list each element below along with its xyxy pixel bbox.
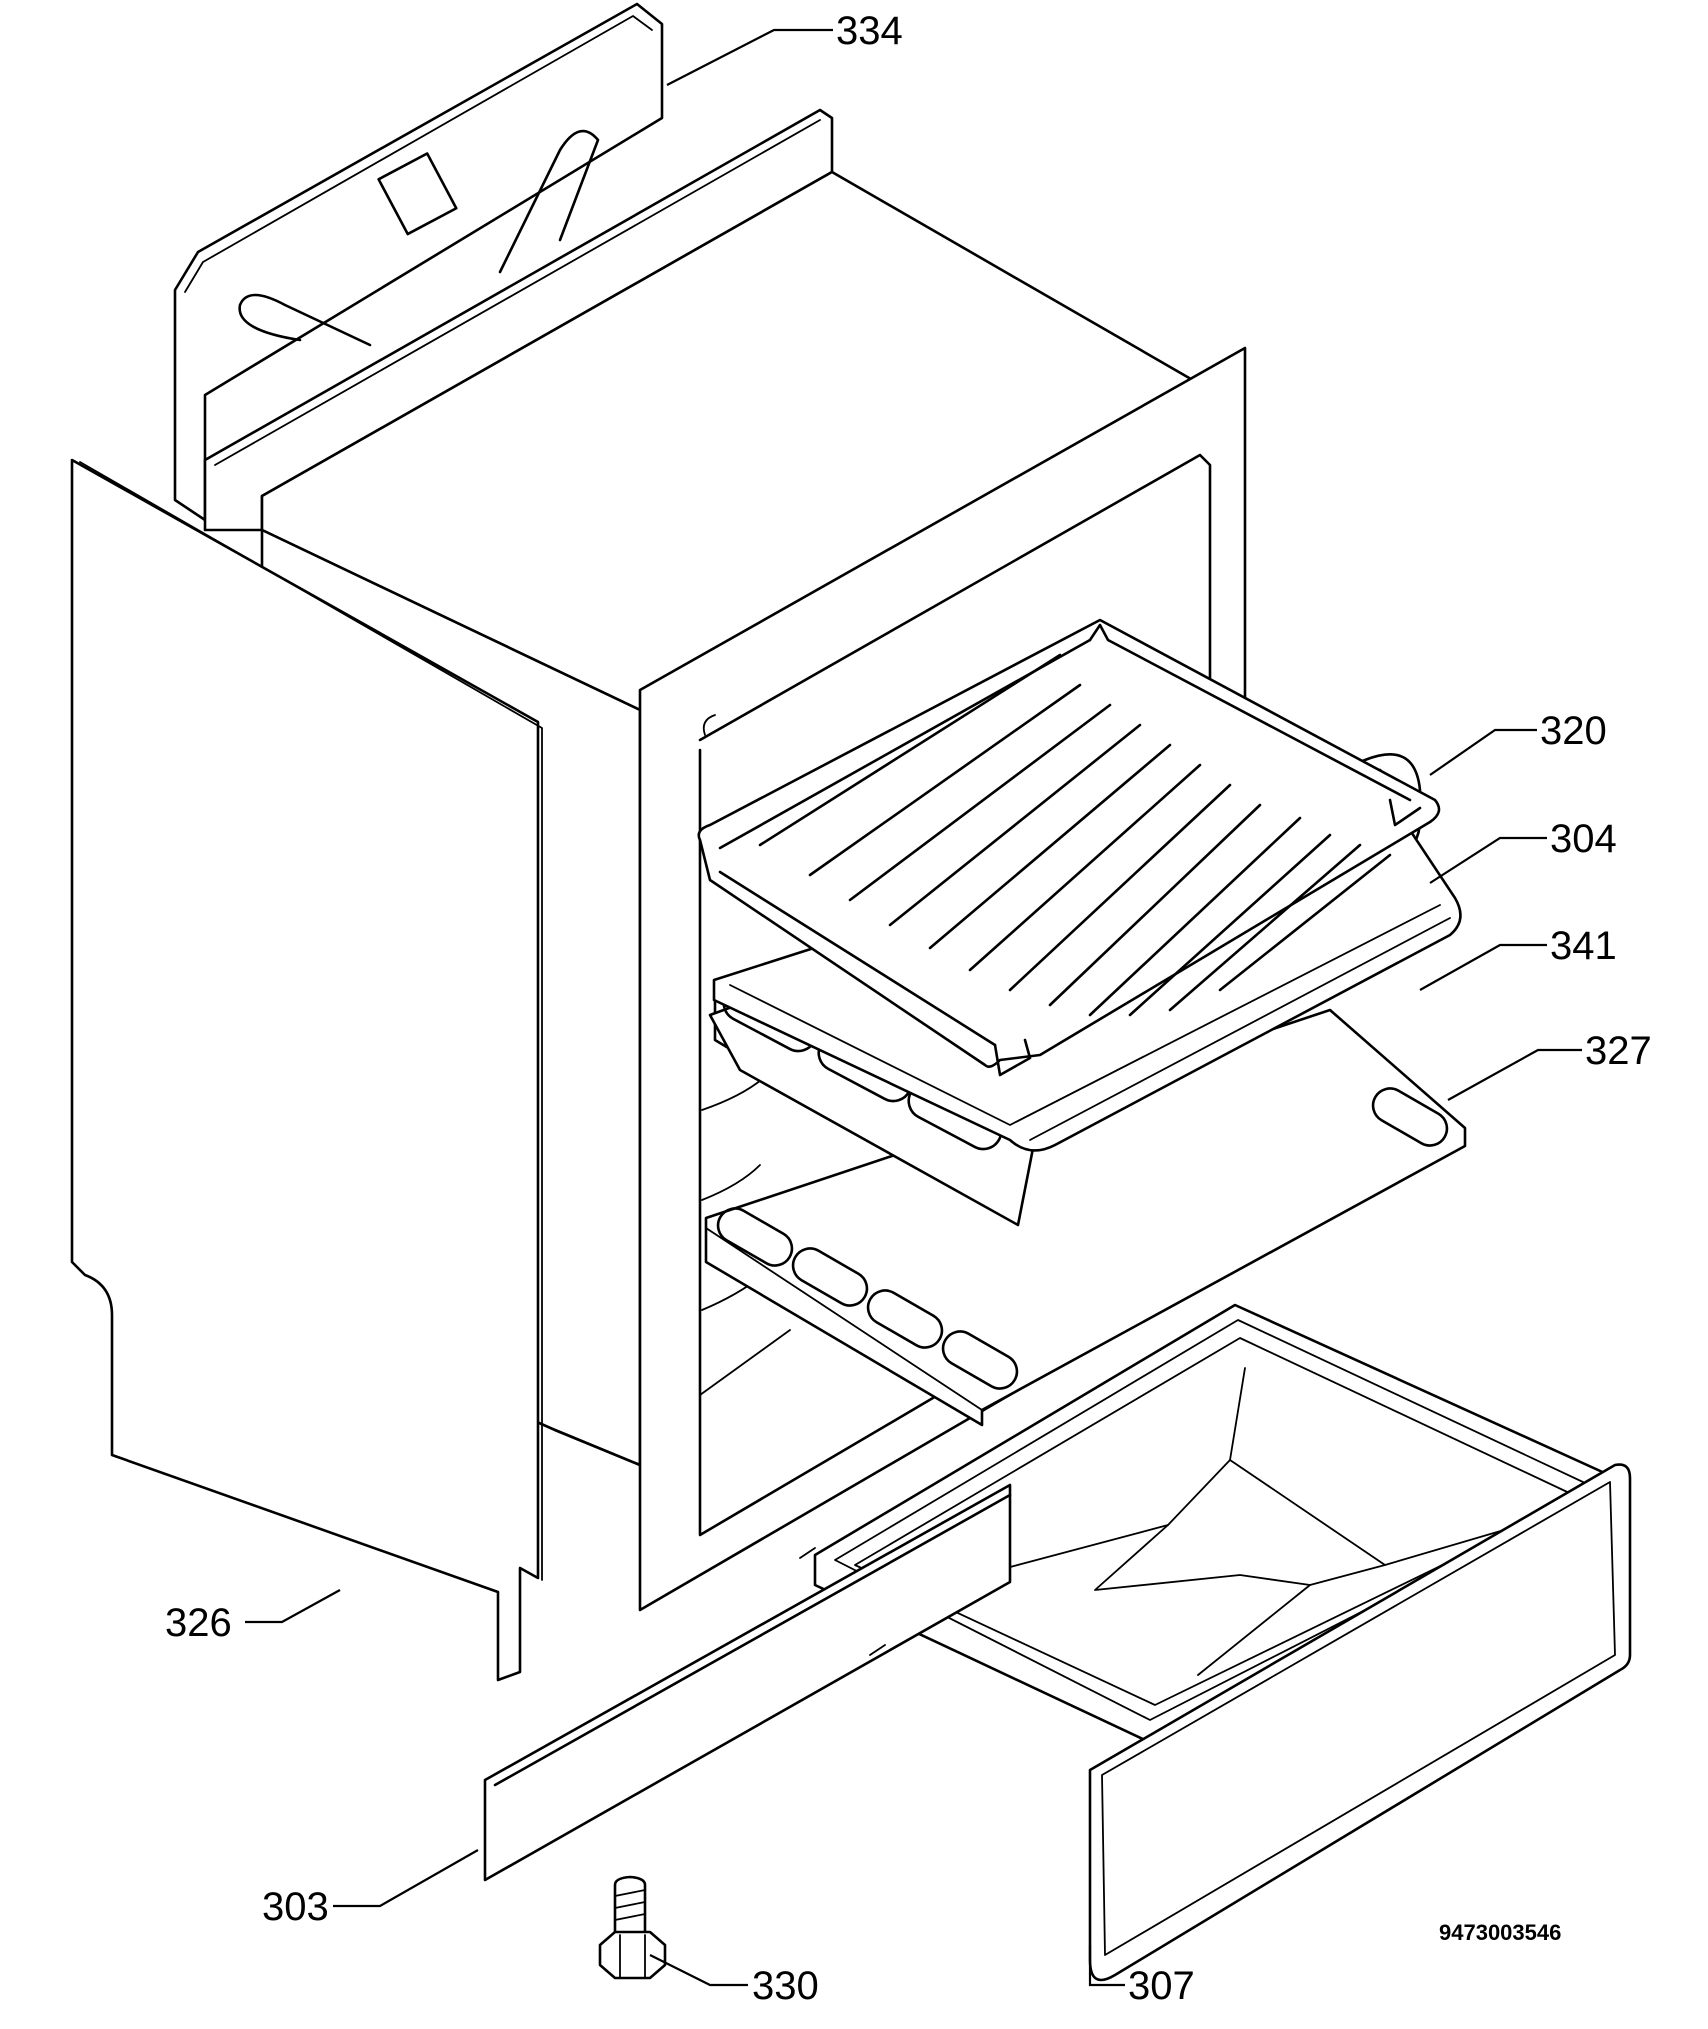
drawing-number: 9473003546	[1439, 1920, 1561, 1945]
label-334: 334	[836, 9, 903, 53]
rear-panel-334	[173, 2, 664, 522]
side-panel-326	[70, 458, 543, 1682]
label-307: 307	[1128, 1964, 1195, 2008]
label-303: 303	[262, 1885, 329, 1929]
label-327: 327	[1585, 1029, 1652, 1073]
label-320: 320	[1540, 709, 1607, 753]
cavity-interior-rails	[699, 1059, 791, 1396]
label-330: 330	[752, 1964, 819, 2008]
leader-lines	[245, 28, 1582, 1987]
label-304: 304	[1550, 817, 1617, 861]
label-326: 326	[165, 1601, 232, 1645]
screw-foot-330	[598, 1875, 667, 1980]
wire-shelf-320	[697, 618, 1441, 1077]
plinth-303	[483, 1483, 1012, 1882]
storage-drawer-307	[813, 1303, 1632, 1982]
label-341: 341	[1550, 924, 1617, 968]
baking-tray-327	[704, 1008, 1467, 1427]
